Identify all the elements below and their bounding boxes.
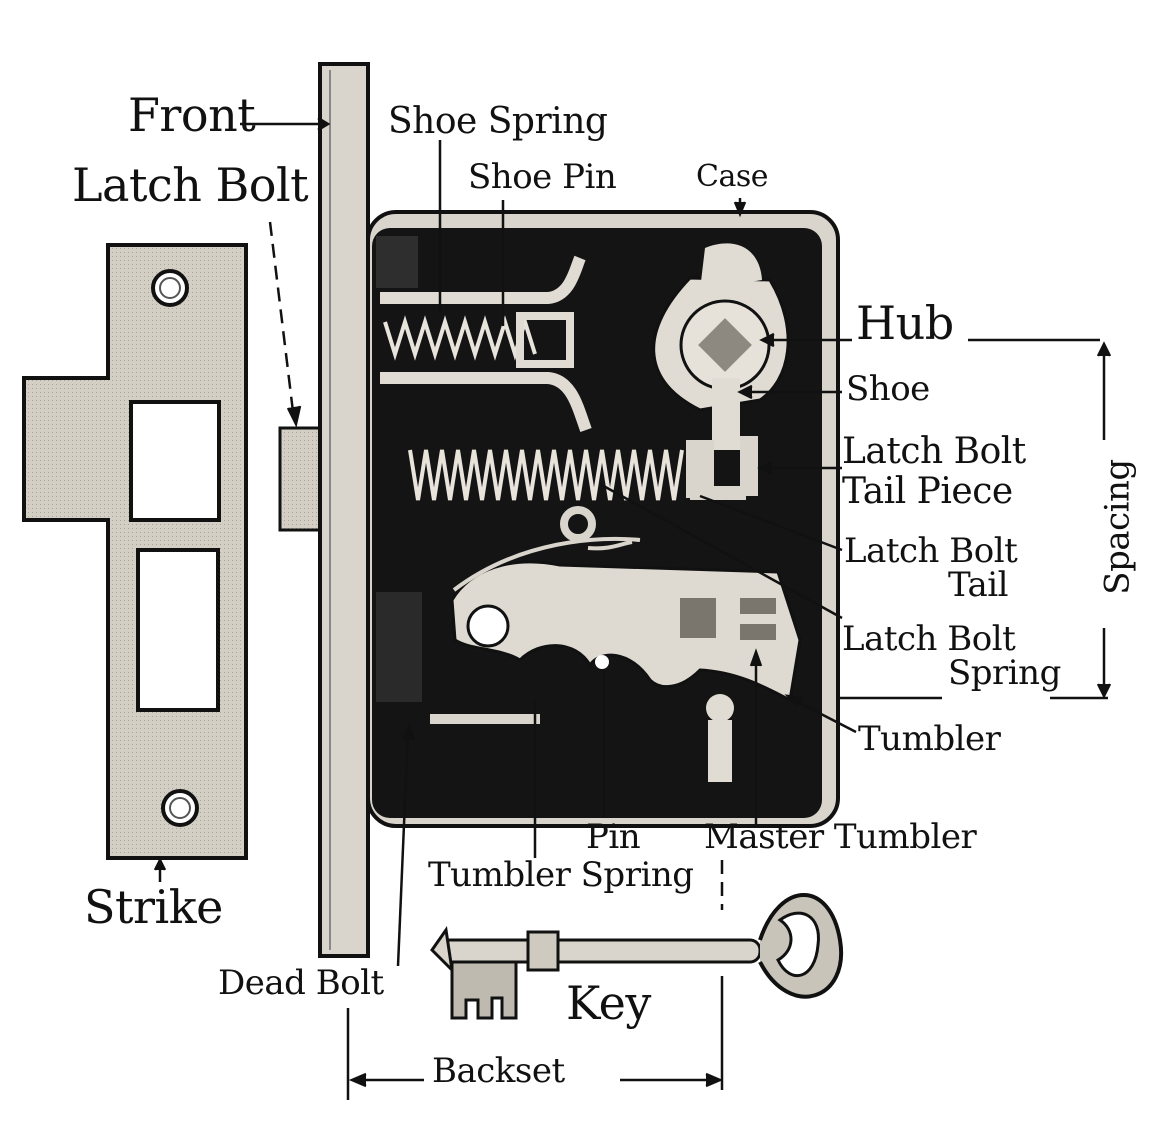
- label-latch-bolt-tail-2: Tail: [948, 565, 1009, 605]
- tumbler-shape: [450, 560, 802, 703]
- label-master-tumbler: Master Tumbler: [704, 817, 977, 857]
- key-shape: [430, 893, 844, 1020]
- front-plate: [318, 62, 370, 958]
- leader-lines: [153, 116, 1112, 1100]
- strike-plate: [22, 243, 248, 860]
- label-tumbler: Tumbler: [858, 719, 1001, 759]
- keyhole: [706, 694, 734, 782]
- label-latch-bolt-tail-piece-1: Latch Bolt: [842, 431, 1026, 472]
- label-latch-bolt-spring-1: Latch Bolt: [842, 619, 1016, 659]
- label-key: Key: [566, 976, 651, 1030]
- shoe-spring-coils: [383, 315, 537, 361]
- label-dead-bolt: Dead Bolt: [218, 963, 384, 1003]
- label-latch-bolt-tail-1: Latch Bolt: [844, 531, 1018, 571]
- label-hub: Hub: [856, 296, 954, 350]
- label-case: Case: [696, 159, 769, 194]
- label-shoe-spring: Shoe Spring: [388, 101, 608, 142]
- label-latch-bolt-spring-2: Spring: [948, 653, 1061, 693]
- label-front: Front: [128, 88, 256, 142]
- label-pin: Pin: [586, 817, 641, 857]
- label-strike: Strike: [84, 880, 223, 934]
- label-backset: Backset: [432, 1051, 565, 1091]
- label-shoe-pin: Shoe Pin: [468, 157, 617, 197]
- label-latch-bolt: Latch Bolt: [72, 158, 309, 212]
- label-shoe: Shoe: [846, 369, 930, 409]
- label-latch-bolt-tail-piece-2: Tail Piece: [842, 471, 1013, 512]
- label-tumbler-spring: Tumbler Spring: [428, 855, 694, 895]
- label-spacing: Spacing: [1097, 459, 1138, 595]
